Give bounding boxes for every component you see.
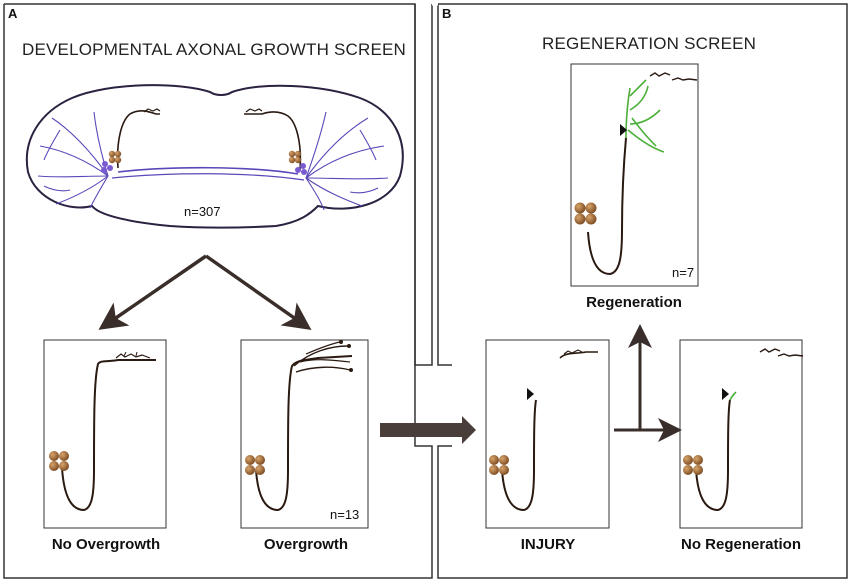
no-overgrowth-box — [43, 339, 167, 529]
brain-neuron-right — [244, 108, 307, 175]
lesion-marker-icon — [722, 388, 729, 400]
brain-drawing — [25, 84, 404, 229]
screen-transition-arrow — [380, 416, 476, 444]
brain-outline — [25, 84, 404, 229]
regeneration-count: n=7 — [672, 265, 695, 280]
panel-a-letter: A — [8, 6, 18, 21]
panel-b-frame — [437, 3, 848, 579]
neuron-injury — [489, 349, 598, 512]
overgrowth-box — [240, 339, 369, 529]
panel-b-letter: B — [442, 6, 452, 21]
split-arrows — [98, 254, 312, 331]
neuron-no-overgrowth — [49, 351, 156, 512]
overgrowth-caption: Overgrowth — [263, 536, 349, 553]
outcome-branch-arrows — [614, 324, 682, 442]
injury-caption: INJURY — [520, 536, 576, 553]
no-overgrowth-caption: No Overgrowth — [51, 536, 161, 553]
lesion-marker-icon — [527, 388, 534, 400]
overgrowth-count: n=13 — [330, 507, 360, 522]
no-regeneration-box — [679, 339, 803, 529]
neuron-no-regeneration — [683, 348, 804, 512]
panel-a-title: DEVELOPMENTAL AXONAL GROWTH SCREEN — [22, 40, 407, 59]
injury-box — [485, 339, 610, 529]
panel-b-title: REGENERATION SCREEN — [542, 34, 757, 53]
regeneration-box — [570, 63, 699, 287]
regeneration-caption: Regeneration — [586, 294, 682, 311]
neuron-overgrowth — [245, 340, 353, 512]
no-regeneration-caption: No Regeneration — [680, 536, 801, 553]
lesion-marker-icon — [620, 124, 627, 136]
neuron-regeneration — [574, 72, 698, 276]
brain-count: n=307 — [184, 204, 221, 219]
brain-neuron-left — [101, 108, 161, 173]
